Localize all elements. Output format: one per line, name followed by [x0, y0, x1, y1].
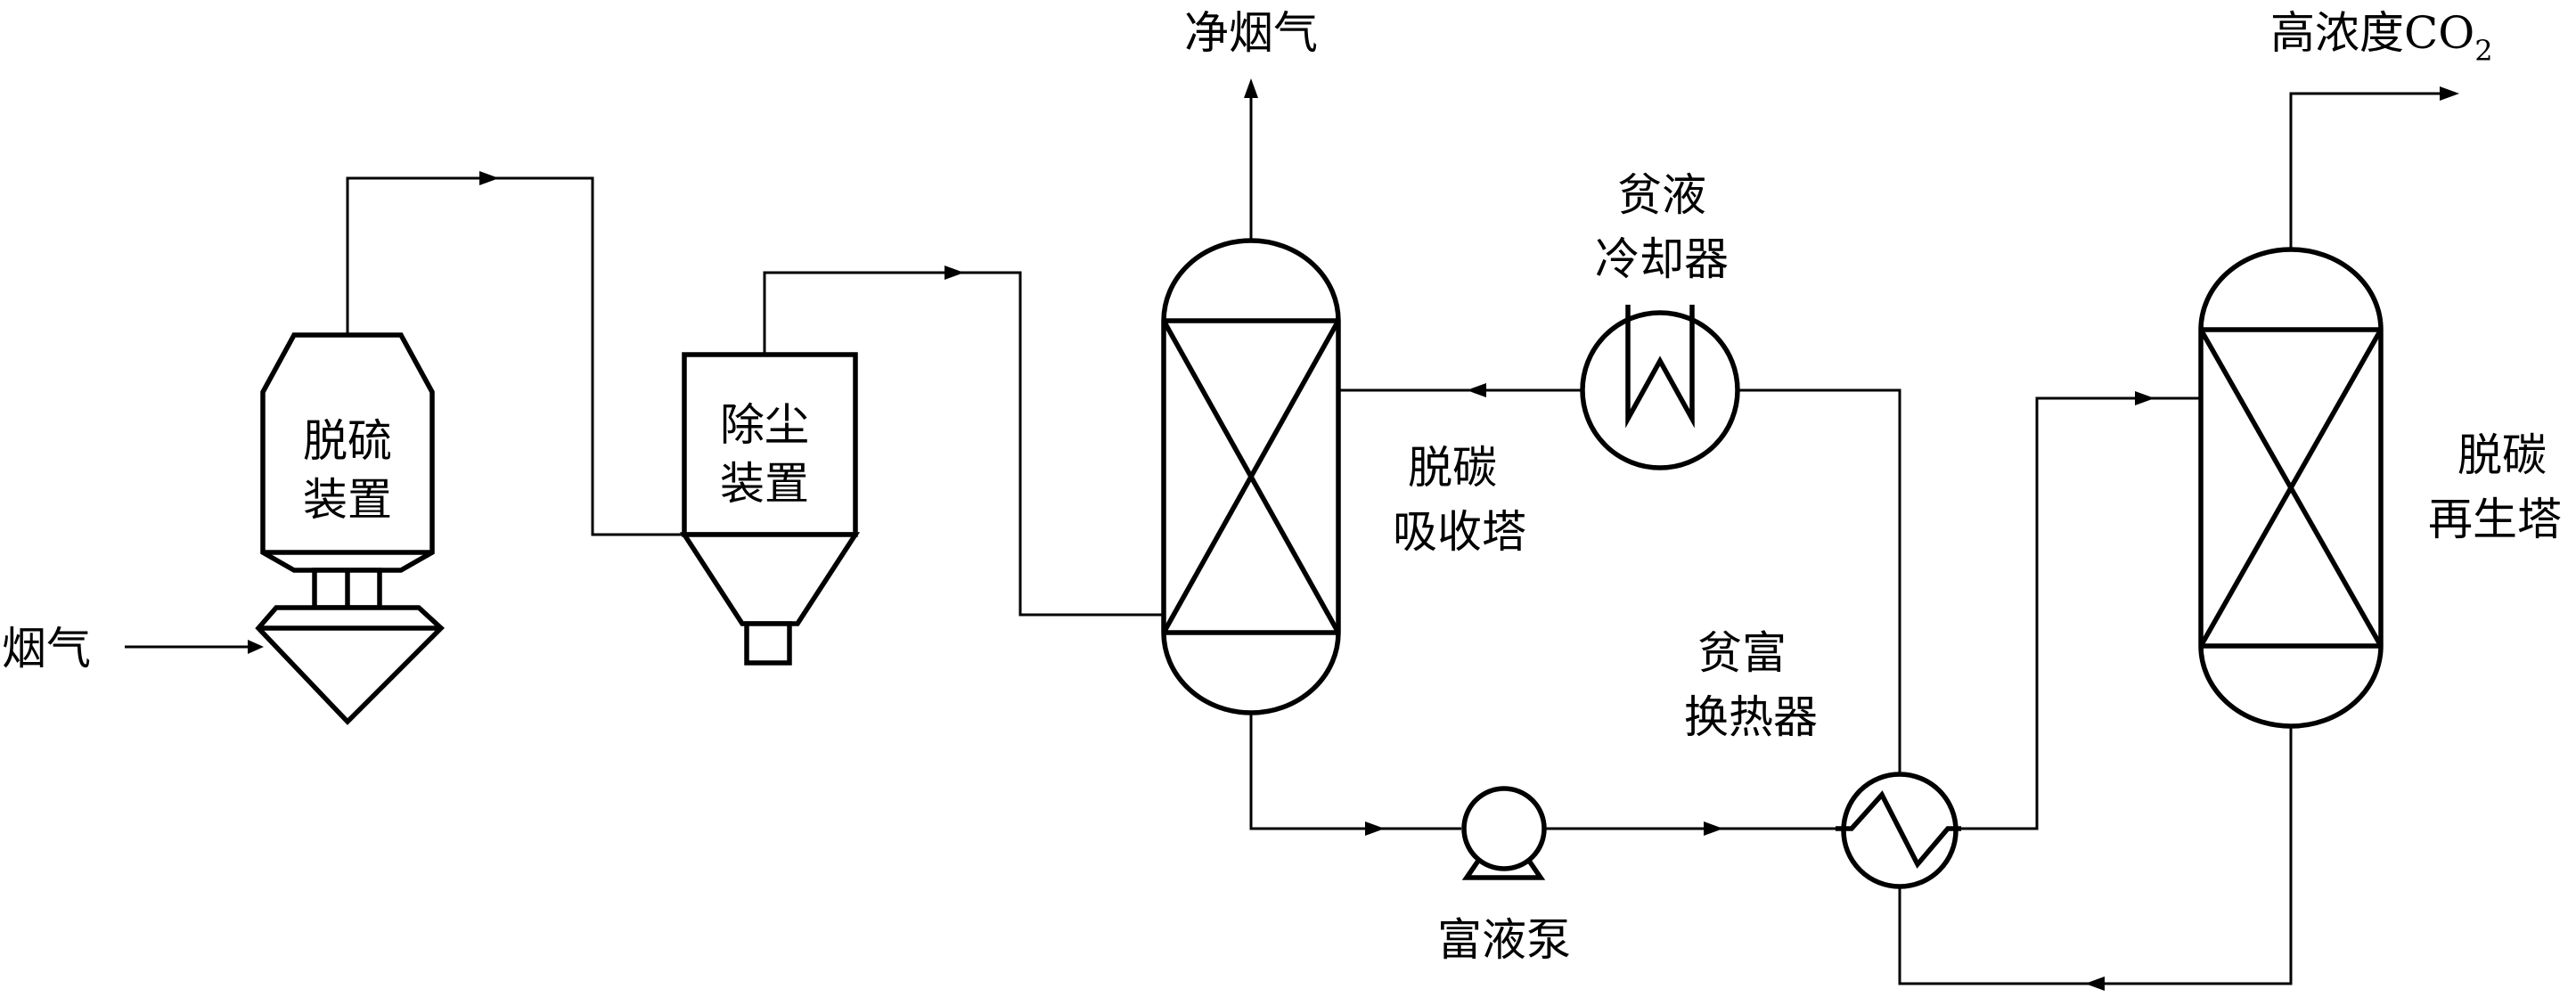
dust-removal-outlet [744, 621, 792, 666]
diagram-labels: 烟气 脱硫 装置 除尘 装置 净烟气 贫液 冷却器 脱碳 吸收塔 贫富 换热器 … [2, 7, 2562, 966]
arrow-dust-removal-outlet [945, 266, 964, 280]
label-dust-removal-line2: 装置 [720, 458, 809, 510]
co2-label-main: 高浓度CO [2270, 7, 2474, 59]
label-desulfurization-line2: 装置 [303, 474, 392, 526]
pipe-exchanger-to-cooler [1738, 388, 1901, 773]
label-regenerator-line2: 再生塔 [2428, 494, 2562, 545]
label-flue-gas: 烟气 [2, 623, 91, 674]
arrow-pump-to-exchanger [1704, 821, 1723, 836]
exchanger-coil [1836, 790, 1961, 869]
label-heat-exchanger-line2: 换热器 [1684, 691, 1818, 743]
label-heat-exchanger-line1: 贫富 [1697, 627, 1787, 679]
arrow-desulfurizer-outlet [479, 171, 499, 185]
label-regenerator-line1: 脱碳 [2457, 429, 2547, 481]
pipe-rich-solution [1249, 713, 1461, 830]
regenerator-tower [2198, 247, 2384, 729]
dust-removal-unit [679, 352, 861, 666]
arrow-lean-return [2085, 977, 2105, 991]
arrow-clean-flue-gas [1244, 78, 1258, 98]
absorber-packing-cross-b [1161, 319, 1341, 634]
flow-arrows [248, 78, 2459, 991]
arrow-rich-to-pump [1365, 821, 1385, 836]
desulfurizer-body [260, 332, 435, 573]
arrow-lean-to-absorber [1467, 383, 1486, 397]
lean-solution-cooler [1580, 305, 1740, 470]
pipe-co2-outlet [2289, 92, 2440, 249]
dust-removal-body [682, 352, 858, 537]
label-absorber-line2: 吸收塔 [1393, 506, 1526, 558]
co2-label-subscript: 2 [2474, 34, 2492, 68]
pipe-lean-solution-return [1898, 726, 2293, 985]
cooler-shell [1580, 310, 1740, 470]
pipe-desulfurizer-to-dust-removal [346, 176, 684, 536]
label-rich-pump: 富液泵 [1437, 914, 1571, 966]
arrow-flue-gas [248, 640, 264, 654]
arrow-to-regenerator [2135, 391, 2155, 405]
label-dust-removal-line1: 除尘 [720, 399, 809, 451]
cooler-coil [1625, 305, 1695, 429]
lean-rich-heat-exchanger [1836, 772, 1961, 889]
pipe-dust-removal-to-absorber [763, 271, 1164, 617]
dust-removal-hopper [679, 532, 861, 626]
label-lean-cooler-line2: 冷却器 [1595, 233, 1729, 285]
regenerator-packing-cross-b [2198, 328, 2384, 648]
desulfurizer-cone [255, 605, 445, 725]
rich-solution-pump [1461, 786, 1547, 880]
pump-casing [1461, 786, 1547, 871]
label-clean-flue-gas: 净烟气 [1184, 7, 1318, 59]
absorber-tower [1161, 238, 1341, 715]
desulfurization-unit [255, 332, 445, 725]
label-lean-cooler-line1: 贫液 [1617, 169, 1706, 221]
label-high-concentration-co2: 高浓度CO2 [2270, 7, 2493, 68]
label-absorber-line1: 脱碳 [1408, 442, 1497, 494]
label-desulfurization-line1: 脱硫 [303, 415, 392, 467]
arrow-co2-outlet [2440, 86, 2459, 101]
pipe-exchanger-to-regenerator [1961, 396, 2201, 830]
